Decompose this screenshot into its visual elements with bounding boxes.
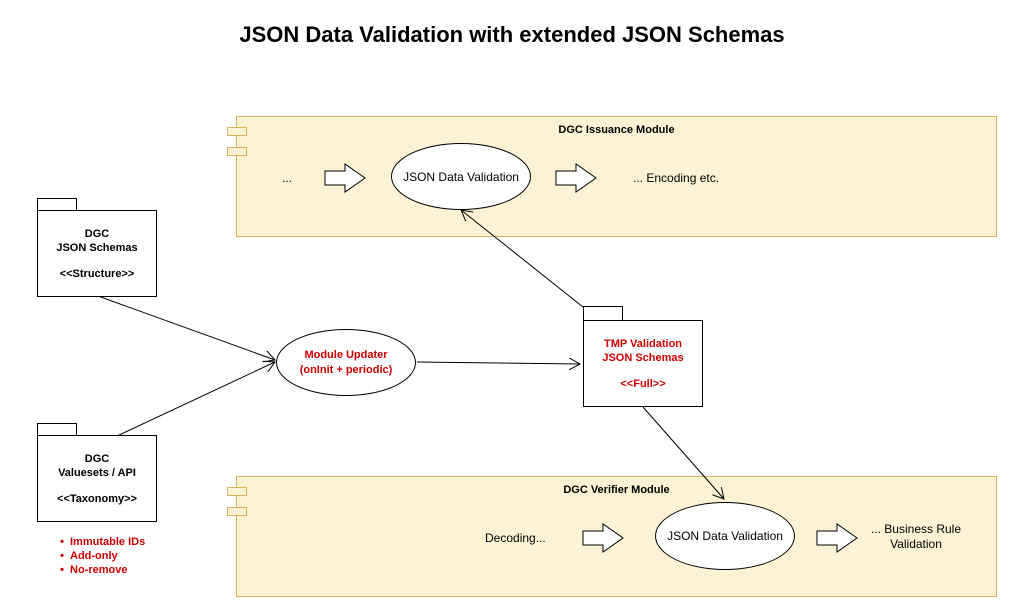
valuesets-line1: DGC — [84, 452, 110, 465]
tmp-package-tab — [583, 306, 623, 321]
valuesets-to-updater-arrow — [116, 362, 275, 437]
component-icon-tab-top — [227, 127, 247, 136]
tmp-line1: TMP Validation — [603, 337, 683, 350]
module-updater-line2: (onInit + periodic) — [299, 363, 393, 376]
list-item: No-remove — [56, 563, 145, 577]
component-icon-tab-bottom — [227, 507, 247, 516]
tmp-line2: JSON Schemas — [602, 351, 684, 364]
verifier-start-text: Decoding... — [485, 531, 546, 545]
verifier-module-label: DGC Verifier Module — [563, 484, 670, 496]
schemas-line1: DGC — [84, 227, 110, 240]
verifier-end-line1: ... Business Rule — [870, 522, 962, 536]
verifier-json-validation: JSON Data Validation — [655, 502, 795, 570]
valuesets-line2: Valuesets / API — [58, 466, 136, 479]
verifier-end-text: ... Business Rule Validation — [862, 522, 970, 552]
valuesets-package: DGC Valuesets / API <<Taxonomy>> — [37, 435, 157, 522]
tmp-to-verifier-validation-arrow — [642, 406, 724, 499]
schemas-package: DGC JSON Schemas <<Structure>> — [37, 210, 157, 297]
valuesets-stereotype: <<Taxonomy>> — [57, 492, 137, 505]
block-arrow-icon — [324, 163, 858, 553]
tmp-package: TMP Validation JSON Schemas <<Full>> — [583, 320, 703, 407]
issuance-start-text: ... — [282, 171, 293, 185]
schemas-to-updater-arrow — [97, 295, 275, 360]
schemas-line2: JSON Schemas — [56, 241, 138, 254]
valueset-rules-list: Immutable IDs Add-only No-remove — [56, 535, 145, 577]
schemas-stereotype: <<Structure>> — [59, 267, 135, 280]
list-item: Add-only — [56, 549, 145, 563]
issuance-module-label: DGC Issuance Module — [558, 124, 675, 136]
valuesets-package-tab — [37, 423, 77, 436]
tmp-stereotype: <<Full>> — [620, 377, 666, 390]
module-updater-line1: Module Updater — [304, 348, 388, 361]
issuance-json-validation: JSON Data Validation — [391, 143, 531, 210]
component-icon-tab-bottom — [227, 147, 247, 156]
schemas-package-tab — [37, 198, 77, 211]
component-icon-tab-top — [227, 487, 247, 496]
tmp-to-issuance-validation-arrow — [461, 210, 584, 308]
module-updater: Module Updater (onInit + periodic) — [276, 329, 416, 396]
issuance-end-text: ... Encoding etc. — [633, 171, 720, 185]
list-item: Immutable IDs — [56, 535, 145, 549]
updater-to-tmp-arrow — [416, 362, 580, 364]
verifier-end-line2: Validation — [890, 537, 942, 551]
diagram-title: JSON Data Validation with extended JSON … — [239, 22, 785, 47]
